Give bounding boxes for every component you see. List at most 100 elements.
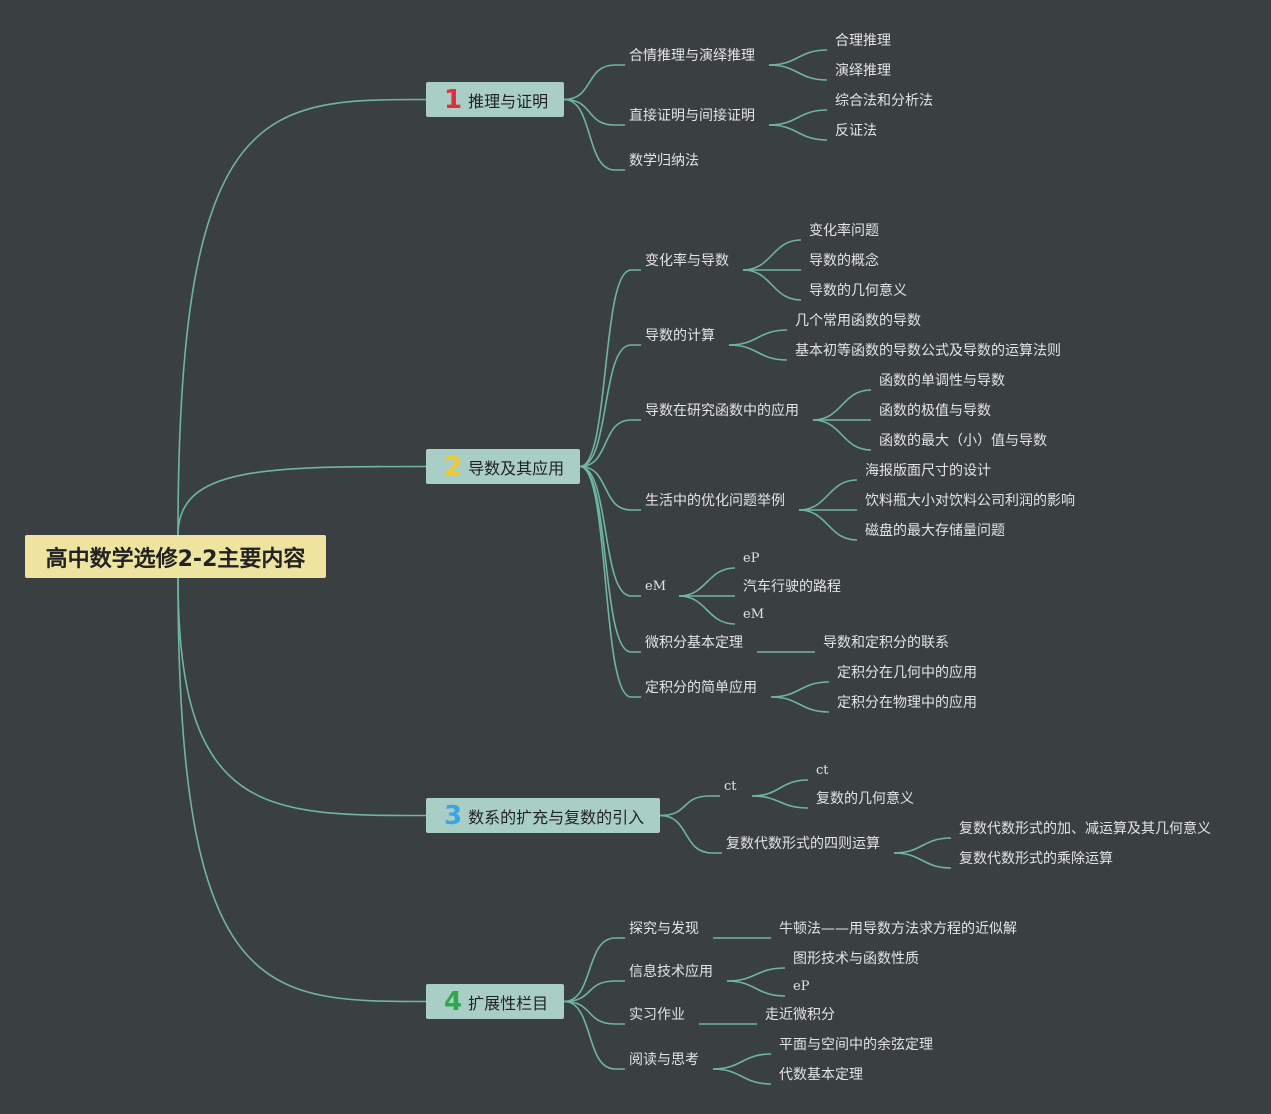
leaf-item[interactable]: eM [743,607,765,622]
subtopic-2-3[interactable]: 导数在研究函数中的应用 [645,403,799,419]
topic-item-connector [798,479,858,511]
root-branch-connector [177,465,427,536]
leaf-item[interactable]: ct [816,763,829,778]
leaf-item[interactable]: 变化率问题 [809,223,879,239]
leaf-item[interactable]: 函数的最大（小）值与导数 [879,433,1047,449]
branch-topic-connector [579,465,641,511]
branch-topic-connector [579,344,641,468]
topic-item-connector [798,509,858,541]
subtopic-4-3[interactable]: 实习作业 [629,1007,685,1023]
subtopic-2-2[interactable]: 导数的计算 [645,328,715,344]
subtopic-2-7[interactable]: 定积分的简单应用 [645,680,757,696]
leaf-item[interactable]: 综合法和分析法 [835,93,933,109]
leaf-item[interactable]: 合理推理 [835,33,891,49]
branch-topic-connector [659,814,722,854]
branch-topic-connector [563,1000,625,1025]
topic-item-connector [726,980,786,997]
branch-label: 导数及其应用 [468,458,565,478]
leaf-item[interactable]: 导数的几何意义 [809,283,907,299]
leaf-item[interactable]: 海报版面尺寸的设计 [865,463,991,479]
leaf-item[interactable]: 基本初等函数的导数公式及导数的运算法则 [795,343,1061,359]
branch-number-badge: 3 [444,800,463,831]
leaf-item[interactable]: 函数的极值与导数 [879,403,991,419]
subtopic-4-4[interactable]: 阅读与思考 [629,1052,699,1068]
topic-item-connector [726,967,786,982]
topic-item-connector [751,779,809,797]
topic-item-connector [768,49,828,66]
root-branch-connector [177,98,427,536]
leaf-item[interactable]: 代数基本定理 [779,1067,863,1083]
subtopic-4-2[interactable]: 信息技术应用 [629,964,713,980]
topic-item-connector [678,595,736,625]
subtopic-1-1[interactable]: 合情推理与演绎推理 [629,48,755,64]
leaf-item[interactable]: eP [743,551,760,566]
topic-item-connector [812,419,872,451]
leaf-item[interactable]: 几个常用函数的导数 [795,313,921,329]
leaf-item[interactable]: 平面与空间中的余弦定理 [779,1037,933,1053]
topic-item-connector [712,1053,772,1070]
subtopic-2-6[interactable]: 微积分基本定理 [645,635,743,651]
branch-topic-connector [579,269,641,468]
leaf-item[interactable]: 磁盘的最大存储量问题 [865,523,1005,539]
subtopic-1-3[interactable]: 数学归纳法 [629,153,699,169]
subtopic-2-5[interactable]: eM [645,579,667,594]
subtopic-3-1[interactable]: ct [724,779,737,794]
leaf-item[interactable]: 定积分在几何中的应用 [837,665,977,681]
branch-number-badge: 2 [444,451,463,482]
branch-topic-connector [579,465,641,597]
branch-topic-connector [563,98,625,171]
subtopic-2-4[interactable]: 生活中的优化问题举例 [645,493,785,509]
leaf-item[interactable]: 走近微积分 [765,1007,835,1023]
leaf-item[interactable]: 图形技术与函数性质 [793,951,919,967]
leaf-item[interactable]: 导数的概念 [809,253,879,269]
branch-topic-connector [563,98,625,126]
topic-item-connector [893,837,952,854]
leaf-item[interactable]: eP [793,979,810,994]
leaf-item[interactable]: 汽车行驶的路程 [743,579,841,595]
topic-item-connector [768,109,828,126]
branch-topic-connector [579,465,641,653]
topic-item-connector [751,795,809,809]
topic-item-connector [770,696,830,713]
branch-label: 扩展性栏目 [468,993,549,1013]
leaf-item[interactable]: 反证法 [835,123,877,139]
leaf-item[interactable]: 导数和定积分的联系 [823,635,949,651]
branch-number-badge: 4 [444,986,463,1017]
branch-topic-connector [579,419,641,468]
branch-label: 推理与证明 [468,91,549,111]
leaf-item[interactable]: 定积分在物理中的应用 [837,695,977,711]
leaf-item[interactable]: 演绎推理 [835,63,891,79]
leaf-item[interactable]: 复数代数形式的乘除运算 [959,851,1113,867]
subtopic-1-2[interactable]: 直接证明与间接证明 [629,108,755,124]
leaf-item[interactable]: 饮料瓶大小对饮料公司利润的影响 [865,493,1075,509]
topic-item-connector [770,681,830,698]
branch-topic-connector [563,1000,625,1070]
leaf-item[interactable]: 复数代数形式的加、减运算及其几何意义 [959,821,1211,837]
topic-item-connector [742,269,802,301]
root-topic[interactable]: 高中数学选修2-2主要内容 [25,535,326,578]
topic-item-connector [678,567,736,597]
branch-label: 数系的扩充与复数的引入 [468,807,645,827]
branch-topic-connector [659,795,720,817]
leaf-item[interactable]: 牛顿法——用导数方法求方程的近似解 [779,921,1017,937]
branch-topic-connector [563,64,625,101]
connector-lines [177,49,952,1085]
subtopic-4-1[interactable]: 探究与发现 [629,921,699,937]
topic-item-connector [812,389,872,421]
subtopic-3-2[interactable]: 复数代数形式的四则运算 [726,836,880,852]
topic-item-connector [768,64,828,81]
subtopic-2-1[interactable]: 变化率与导数 [645,253,729,269]
leaf-item[interactable]: 复数的几何意义 [816,791,914,807]
root-branch-connector [177,577,427,817]
topic-item-connector [728,329,788,346]
branch-topic-connector [579,465,641,698]
branch-number-badge: 1 [444,84,463,115]
topic-item-connector [768,124,828,141]
root-branch-connector [177,577,427,1003]
leaf-item[interactable]: 函数的单调性与导数 [879,373,1005,389]
